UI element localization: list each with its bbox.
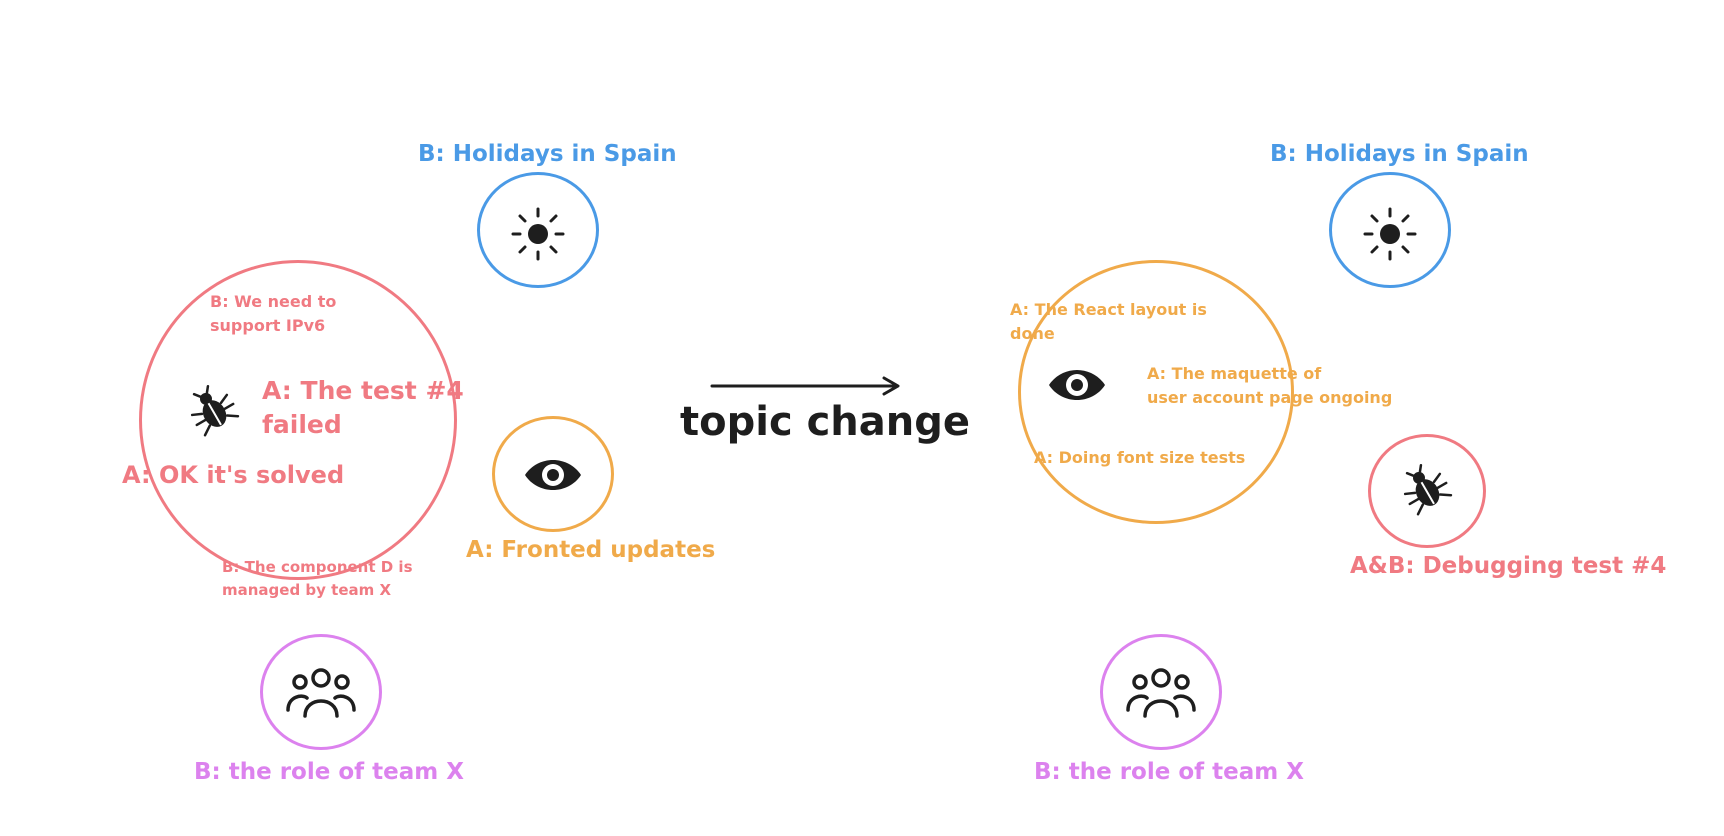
left-frontend-circle [492, 416, 614, 532]
left-team-circle [260, 634, 382, 750]
eye-icon [525, 460, 581, 490]
right-debug-circle [1368, 434, 1486, 548]
bug-icon [190, 384, 240, 437]
left-test-failed-label: A: The test #4 failed [262, 376, 464, 439]
right-debug-label: A&B: Debugging test #4 [1350, 553, 1667, 579]
topic-change-caption: topic change [680, 399, 970, 445]
left-solved-label: A: OK it's solved [122, 461, 345, 489]
left-holidays-label: B: Holidays in Spain [418, 141, 677, 167]
sun-icon [511, 207, 565, 261]
eye-icon [1049, 370, 1105, 400]
users-icon [1126, 668, 1196, 718]
right-holidays-label: B: Holidays in Spain [1270, 141, 1529, 167]
left-bug-topic-circle [139, 260, 457, 580]
right-frontend-topic-circle [1018, 260, 1294, 524]
left-frontend-label: A: Fronted updates [466, 537, 716, 563]
right-holidays-circle [1329, 172, 1451, 288]
left-component-note: B: The component D is managed by team X [222, 558, 413, 599]
left-ipv6-note: B: We need to support IPv6 [210, 292, 337, 335]
right-team-label: B: the role of team X [1034, 759, 1304, 785]
users-icon [286, 668, 356, 718]
left-team-label: B: the role of team X [194, 759, 464, 785]
right-react-note: A: The React layout is done [1010, 300, 1207, 343]
right-maquette-note: A: The maquette of user account page ong… [1147, 364, 1393, 407]
right-font-note: A: Doing font size tests [1034, 448, 1246, 467]
left-holidays-circle [477, 172, 599, 288]
bug-icon [1403, 463, 1453, 516]
sun-icon [1363, 207, 1417, 261]
right-team-circle [1100, 634, 1222, 750]
arrow-right-icon [710, 376, 900, 396]
